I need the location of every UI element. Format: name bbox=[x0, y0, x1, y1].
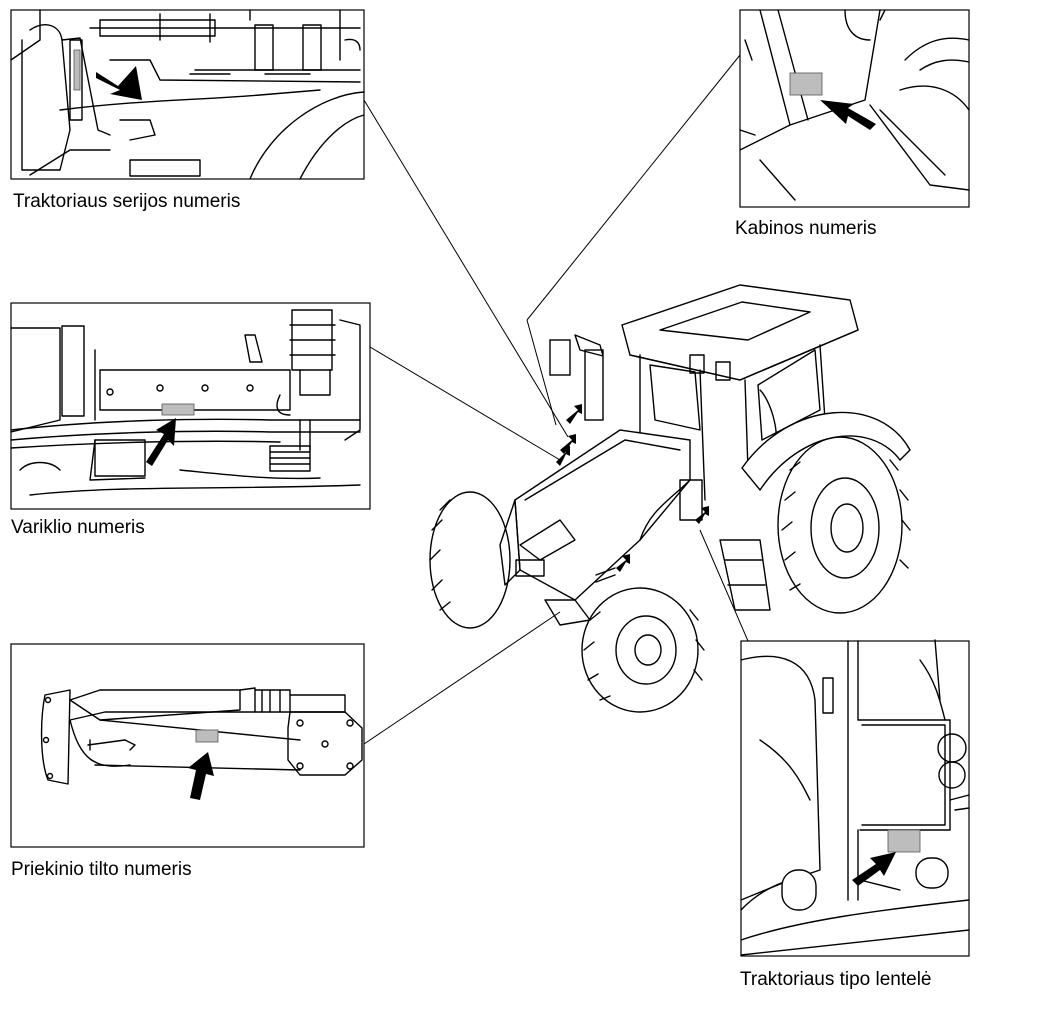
black-arrow-icon bbox=[852, 852, 896, 886]
tractor-rear-right-wheel bbox=[777, 436, 911, 614]
panel-engine-drawing bbox=[10, 309, 361, 496]
panel-type-plate-frame bbox=[740, 640, 970, 957]
black-arrow-icon bbox=[566, 404, 582, 424]
panel-cab-number bbox=[739, 9, 970, 208]
panel-type-plate bbox=[740, 639, 970, 957]
leader-line-type-plate bbox=[699, 529, 749, 642]
caption-type-plate: Traktoriaus tipo lentelė bbox=[740, 969, 932, 990]
caption-engine-number: Variklio numeris bbox=[11, 517, 145, 538]
tractor-rear-fender bbox=[741, 411, 911, 492]
panel-type-plate-drawing bbox=[740, 639, 970, 956]
black-arrow-icon bbox=[820, 100, 876, 130]
caption-front-axle-number: Priekinio tilto numeris bbox=[11, 859, 192, 880]
black-arrow-icon bbox=[556, 446, 570, 466]
black-arrow-icon bbox=[188, 752, 214, 800]
panel-front-axle-drawing bbox=[40, 687, 363, 785]
caption-serial-number: Traktoriaus serijos numeris bbox=[13, 191, 241, 212]
panel-front-axle-number bbox=[10, 643, 365, 848]
leader-line-engine bbox=[369, 346, 561, 461]
tractor-illustration bbox=[429, 284, 911, 713]
panel-front-axle-frame bbox=[10, 643, 365, 848]
leader-line-serial bbox=[363, 99, 569, 438]
caption-cab-number: Kabinos numeris bbox=[735, 218, 877, 239]
leader-line-cab bbox=[526, 54, 741, 321]
panel-serial-drawing bbox=[10, 9, 365, 180]
black-arrow-icon bbox=[695, 506, 709, 524]
panel-serial-number bbox=[10, 9, 365, 180]
leader-lines bbox=[363, 54, 749, 745]
panel-engine-number bbox=[10, 302, 371, 510]
tractor-front-wheel bbox=[581, 587, 705, 713]
leader-line-front-axle bbox=[363, 611, 561, 745]
panel-cab-drawing bbox=[739, 9, 970, 201]
black-arrow-icon bbox=[616, 554, 630, 572]
leader-line-cab-2 bbox=[526, 319, 557, 426]
black-arrow-icon bbox=[146, 418, 176, 466]
tractor-rear-left-wheel bbox=[429, 491, 511, 629]
black-arrow-icon bbox=[96, 66, 142, 100]
tractor-hood bbox=[514, 429, 691, 601]
